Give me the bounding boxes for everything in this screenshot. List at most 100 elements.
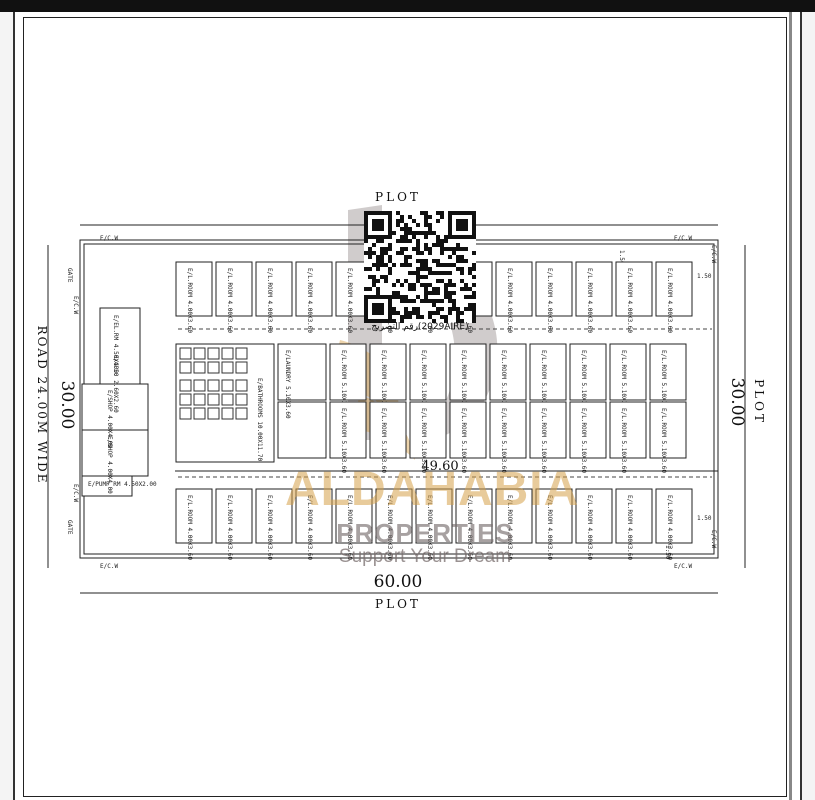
stall: [221, 361, 234, 374]
room-cell: [449, 401, 487, 459]
room-cell: [455, 488, 493, 544]
room-cell: [489, 343, 527, 401]
rooms-middle-upper-row: E/L.ROOM 5.10X3.60 E/L.ROOM 5.10X3.60 E/L.…: [329, 343, 687, 415]
room-cell: [655, 261, 693, 317]
stall: [235, 407, 248, 420]
plot-label-top: PLOT: [375, 190, 421, 204]
permit-caption: رقم التصريح(2029AIRE): [371, 322, 469, 332]
room-cell: [569, 343, 607, 401]
stall: [193, 361, 206, 374]
stall: [179, 407, 192, 420]
laundry-label: E/LAUNDRY 5.10X3.60: [284, 350, 291, 419]
room-label: E/L.ROOM 4.00X3.60: [266, 268, 273, 333]
shop-1: [81, 383, 149, 431]
room-label: E/L.ROOM 4.00X3.60: [426, 495, 433, 560]
stall: [193, 347, 206, 360]
room-label: E/L.ROOM 4.00X3.60: [226, 268, 233, 333]
pump-room-label: E/PUMP RM 4.50X2.00: [88, 481, 157, 488]
room-label: E/L.ROOM 5.10X3.60: [420, 350, 427, 415]
room-label: E/L.ROOM 4.00X3.60: [266, 495, 273, 560]
drawing-frame: [23, 17, 787, 797]
stall: [207, 361, 220, 374]
room-label: E/L.ROOM 4.00X3.60: [666, 495, 673, 560]
ecw-top-right: E/C.W: [674, 235, 692, 242]
ecw-top-left: E/C.W: [100, 235, 118, 242]
laundry-room: [277, 343, 327, 401]
guard-room-label: E/GRD. 2.60X2.60: [112, 355, 119, 413]
room-label: E/L.ROOM 5.10X3.60: [660, 408, 667, 473]
room-cell: [575, 261, 613, 317]
room-label: E/L.ROOM 5.10X3.60: [580, 350, 587, 415]
room-cell: [295, 488, 333, 544]
ecw-left-upper: E/C.W: [72, 296, 79, 314]
room-label: E/L.ROOM 5.10X3.60: [500, 408, 507, 473]
stall: [207, 347, 220, 360]
room-cell: [615, 488, 653, 544]
room-cell: [615, 261, 653, 317]
room-label: E/L.ROOM 4.00X3.60: [186, 268, 193, 333]
shop-1-label: E/SHOP 4.00X4.00: [106, 390, 113, 448]
room-cell: [329, 343, 367, 401]
setback-side-bottom: 1.50: [664, 545, 671, 560]
room-label: E/L.ROOM 5.10X3.60: [340, 350, 347, 415]
room-cell: [175, 488, 213, 544]
permit-qr-code: [364, 211, 476, 323]
room-cell: [295, 261, 333, 317]
stall: [221, 393, 234, 406]
setback-bottom: 1.50: [697, 515, 712, 522]
room-label: E/L.ROOM 5.10X3.60: [420, 408, 427, 473]
room-cell: [369, 343, 407, 401]
room-cell: [609, 401, 647, 459]
right-edge: [789, 12, 792, 800]
shop-2: [81, 429, 149, 477]
room-cell: [609, 343, 647, 401]
qr-finder: [372, 219, 384, 231]
brand-sub-watermark: PROPERTIES: [336, 518, 514, 548]
room-label: E/L.ROOM 5.10X3.60: [540, 350, 547, 415]
stall: [207, 407, 220, 420]
bathroom-stalls: [179, 347, 248, 420]
dimension-bottom: 60.00: [374, 572, 423, 592]
room-label: E/L.ROOM 5.10X3.60: [460, 350, 467, 415]
stall: [221, 407, 234, 420]
room-cell: [335, 488, 373, 544]
stall: [235, 361, 248, 374]
stall: [193, 407, 206, 420]
room-label: E/L.ROOM 4.00X3.60: [666, 268, 673, 333]
brand-tagline: Support Your Dream: [338, 546, 512, 567]
room-label: E/L.ROOM 4.00X3.60: [466, 495, 473, 560]
road-label: ROAD 24.00M WIDE: [35, 326, 49, 485]
room-label: E/L.ROOM 4.00X3.60: [226, 495, 233, 560]
room-cell: [495, 488, 533, 544]
stall: [207, 379, 220, 392]
room-label: E/L.ROOM 4.00X3.60: [586, 268, 593, 333]
electric-room: [99, 307, 141, 385]
dimension-inner: 49.60: [421, 459, 458, 474]
stall: [179, 361, 192, 374]
room-label: E/L.ROOM 4.00X3.60: [626, 268, 633, 333]
ecw-left-lower: E/C.W: [72, 484, 79, 502]
room-label: E/L.ROOM 5.10X3.60: [580, 408, 587, 473]
stall: [193, 379, 206, 392]
room-cell: [409, 343, 447, 401]
room-cell: [415, 488, 453, 544]
room-label: E/L.ROOM 4.00X3.60: [626, 495, 633, 560]
qr-finder: [456, 219, 468, 231]
dimension-right: 30.00: [727, 378, 747, 427]
room-label: E/L.ROOM 5.10X3.60: [500, 350, 507, 415]
pump-room: [81, 475, 133, 497]
dimension-left: 30.00: [57, 381, 77, 430]
electric-room-label: E/EL.RM 4.50X4.50: [112, 315, 119, 377]
stall: [235, 379, 248, 392]
stall: [221, 347, 234, 360]
stall: [235, 347, 248, 360]
stall: [179, 393, 192, 406]
room-label: E/L.ROOM 4.00X3.60: [546, 268, 553, 333]
stall: [235, 393, 248, 406]
rooms-bottom-row: E/L.ROOM 4.00X3.60 E/L.ROOM 4.00X3.60 E/L.…: [175, 488, 693, 560]
room-cell: [329, 401, 367, 459]
room-label: E/L.ROOM 4.00X3.60: [386, 495, 393, 560]
shop-2-label: E/SHOP 4.00X4.00: [106, 436, 113, 494]
ecw-right-lower: E/C.W: [710, 530, 717, 548]
